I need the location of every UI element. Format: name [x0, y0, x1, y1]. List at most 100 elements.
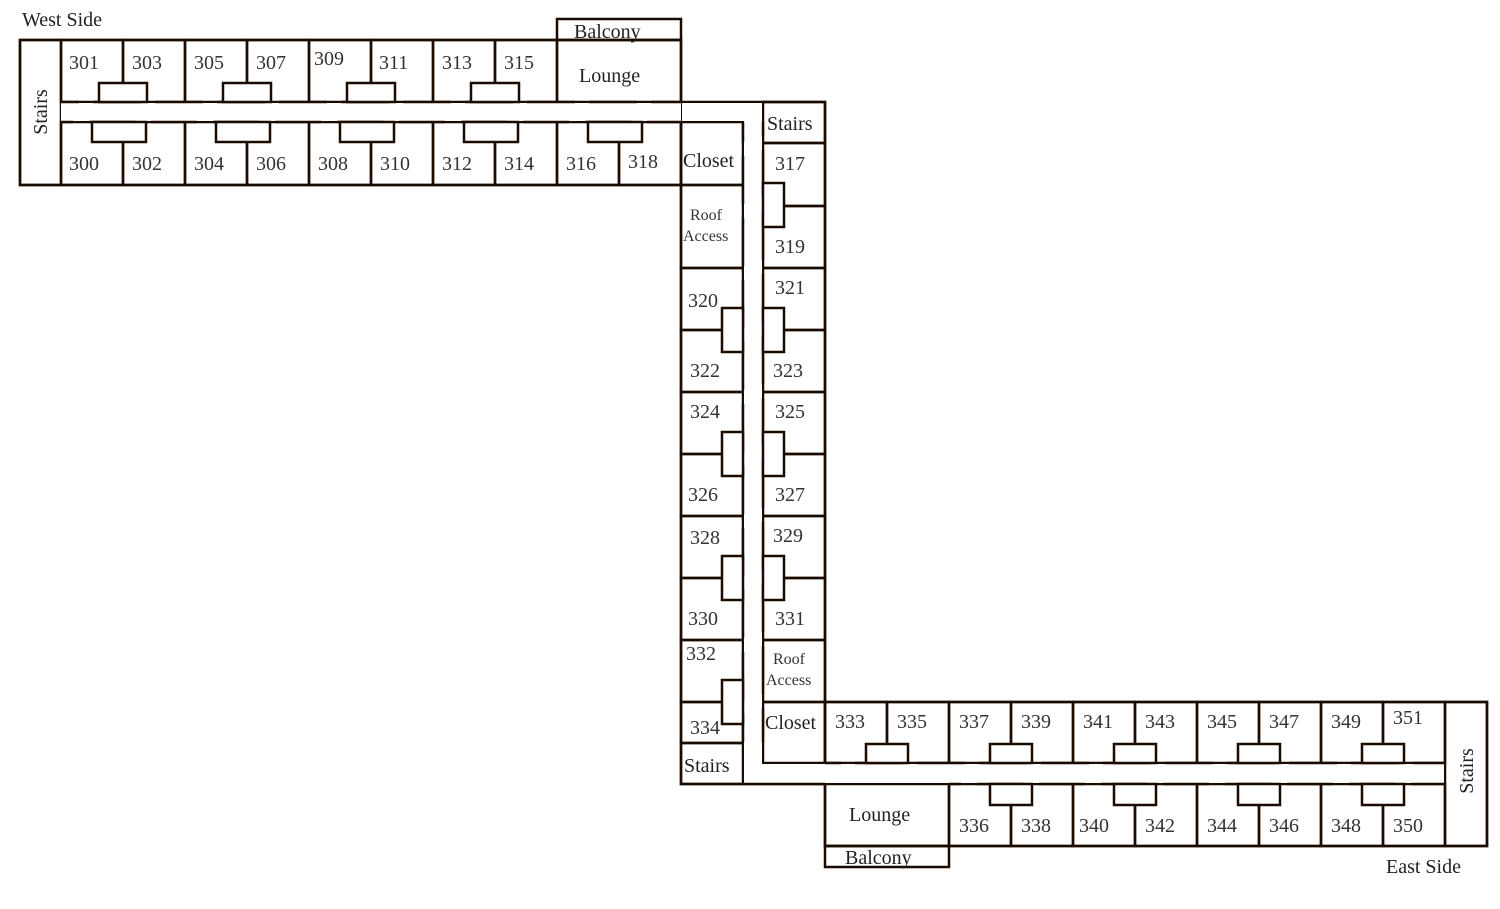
room-number-307: 307 — [256, 52, 286, 74]
closet — [469, 81, 521, 104]
closet — [720, 678, 745, 726]
closet — [1236, 782, 1282, 807]
closet — [761, 430, 786, 478]
room-number-304: 304 — [194, 153, 224, 175]
room-number-339: 339 — [1021, 711, 1051, 733]
stairs-label: Stairs — [1456, 748, 1478, 794]
closet — [761, 181, 786, 229]
room-number-345: 345 — [1207, 711, 1237, 733]
closet — [1112, 782, 1158, 807]
room-number-342: 342 — [1145, 815, 1175, 837]
closet — [720, 554, 745, 602]
room-number-314: 314 — [504, 153, 534, 175]
closet — [761, 306, 786, 354]
room-number-343: 343 — [1145, 711, 1175, 733]
closet — [338, 120, 396, 144]
room-number-328: 328 — [690, 527, 720, 549]
east-side-caption: East Side — [1386, 856, 1461, 878]
center-corridor — [744, 103, 762, 783]
west-corridor — [61, 103, 681, 121]
room — [679, 741, 745, 786]
room-number-332: 332 — [686, 643, 716, 665]
closet — [97, 81, 149, 104]
room-number-348: 348 — [1331, 815, 1361, 837]
room-number-324: 324 — [690, 401, 720, 423]
balcony-label: Balcony — [574, 21, 641, 43]
room-number-317: 317 — [775, 153, 805, 175]
balcony-label: Balcony — [845, 847, 912, 869]
room-number-351: 351 — [1393, 707, 1423, 729]
roof-access-label: Roof — [773, 651, 806, 668]
lounge-label: Lounge — [579, 65, 640, 87]
room-number-347: 347 — [1269, 711, 1299, 733]
room-number-302: 302 — [132, 153, 162, 175]
room-number-321: 321 — [775, 277, 805, 299]
room-number-330: 330 — [688, 608, 718, 630]
room-number-316: 316 — [566, 153, 596, 175]
room-number-309: 309 — [314, 48, 344, 70]
room-number-350: 350 — [1393, 815, 1423, 837]
room-number-311: 311 — [379, 52, 408, 74]
room-number-323: 323 — [773, 360, 803, 382]
roof-access-label: Access — [683, 228, 728, 245]
room-number-340: 340 — [1079, 815, 1109, 837]
room-number-341: 341 — [1083, 711, 1113, 733]
room-number-310: 310 — [380, 153, 410, 175]
walls — [18, 17, 1489, 869]
room-number-334: 334 — [690, 717, 720, 739]
room-number-301: 301 — [69, 52, 99, 74]
room — [679, 183, 745, 270]
closet-label: Closet — [683, 150, 735, 172]
room-number-337: 337 — [959, 711, 989, 733]
room-number-315: 315 — [504, 52, 534, 74]
room-number-308: 308 — [318, 153, 348, 175]
room-number-327: 327 — [775, 484, 805, 506]
closet — [90, 120, 148, 144]
room-number-322: 322 — [690, 360, 720, 382]
room-number-335: 335 — [897, 711, 927, 733]
roof-access-label: Roof — [690, 207, 723, 224]
east-corridor — [744, 764, 1444, 783]
room — [761, 638, 827, 704]
room-number-349: 349 — [1331, 711, 1361, 733]
closet-label: Closet — [765, 712, 817, 734]
room-number-320: 320 — [688, 290, 718, 312]
closet — [988, 742, 1034, 765]
closet — [761, 554, 786, 602]
closet — [221, 81, 273, 104]
closet — [1236, 742, 1282, 765]
closet — [586, 120, 644, 144]
room-number-338: 338 — [1021, 815, 1051, 837]
stairs-label: Stairs — [684, 755, 730, 777]
roof-access-label: Access — [766, 672, 811, 689]
closet — [864, 742, 910, 765]
stairs-label: Stairs — [30, 89, 52, 135]
closet — [214, 120, 272, 144]
room-number-329: 329 — [773, 525, 803, 547]
room-number-344: 344 — [1207, 815, 1237, 837]
closet — [720, 306, 745, 354]
room-number-346: 346 — [1269, 815, 1299, 837]
room-number-305: 305 — [194, 52, 224, 74]
room-number-303: 303 — [132, 52, 162, 74]
lounge-label: Lounge — [849, 804, 910, 826]
closet — [1360, 742, 1406, 765]
room-number-336: 336 — [959, 815, 989, 837]
closet — [1112, 742, 1158, 765]
room-number-326: 326 — [688, 484, 718, 506]
stairs-label: Stairs — [767, 113, 813, 135]
room-number-318: 318 — [628, 151, 658, 173]
room-number-333: 333 — [835, 711, 865, 733]
room-number-306: 306 — [256, 153, 286, 175]
room-number-325: 325 — [775, 401, 805, 423]
room-number-313: 313 — [442, 52, 472, 74]
closet — [720, 430, 745, 478]
closet — [462, 120, 520, 144]
west-side-caption: West Side — [22, 9, 102, 31]
closet — [1360, 782, 1406, 807]
corridor-junction — [682, 103, 762, 121]
closet — [345, 81, 397, 104]
room-number-300: 300 — [69, 153, 99, 175]
